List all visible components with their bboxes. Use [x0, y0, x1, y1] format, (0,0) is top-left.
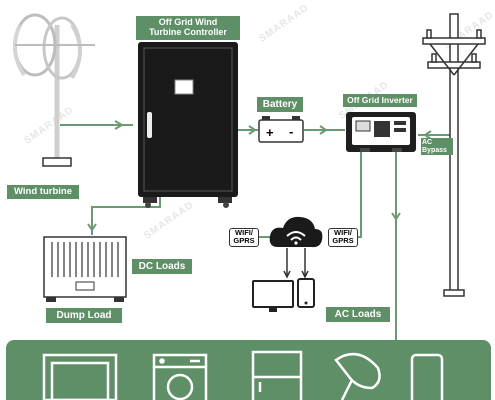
wifi-right-line1: WIFI/ — [334, 228, 352, 237]
controller-label-line1: Off Grid Wind — [158, 17, 218, 27]
fridge-icon — [251, 350, 303, 400]
battery-label: Battery — [257, 97, 303, 112]
battery-minus-sign: - — [289, 124, 293, 139]
controller-cabinet-icon — [138, 42, 238, 208]
wifi-left-line2: GPRS — [233, 236, 255, 246]
ac-loads-panel — [6, 340, 491, 400]
wifi-gprs-left-label: WIFI/ GPRS — [229, 228, 259, 247]
battery-icon: + - — [258, 116, 304, 143]
inverter-label: Off Grid Inverter — [343, 94, 417, 108]
inverter-icon — [346, 112, 416, 152]
hair-dryer-icon — [334, 352, 381, 400]
dump-load-icon — [43, 236, 127, 302]
wifi-left-line1: WIFI/ — [235, 228, 253, 237]
smartphone-icon — [410, 353, 444, 400]
laptop-icon — [42, 353, 118, 400]
ac-loads-label: AC Loads — [326, 307, 390, 322]
connection-lines — [60, 120, 455, 340]
ac-bypass-label: AC Bypass — [421, 138, 453, 156]
ac-bypass-line1: AC — [422, 139, 433, 146]
dump-load-label: Dump Load — [46, 308, 122, 323]
wifi-right-line2: GPRS — [332, 236, 354, 246]
controller-label-line2: Turbine Controller — [149, 26, 227, 37]
cloud-wifi-icon — [269, 216, 323, 279]
ac-bypass-line2: Bypass — [422, 146, 447, 154]
washing-machine-icon — [152, 353, 208, 400]
wind-turbine-icon — [12, 13, 95, 167]
phone-icon — [297, 278, 315, 308]
monitor-icon — [252, 280, 294, 312]
wifi-gprs-right-label: WIFI/ GPRS — [328, 228, 358, 247]
controller-label: Off Grid Wind Turbine Controller — [136, 16, 240, 40]
wind-turbine-label: Wind turbine — [7, 185, 79, 200]
battery-plus-sign: + — [266, 125, 274, 140]
dc-loads-label: DC Loads — [132, 259, 192, 274]
